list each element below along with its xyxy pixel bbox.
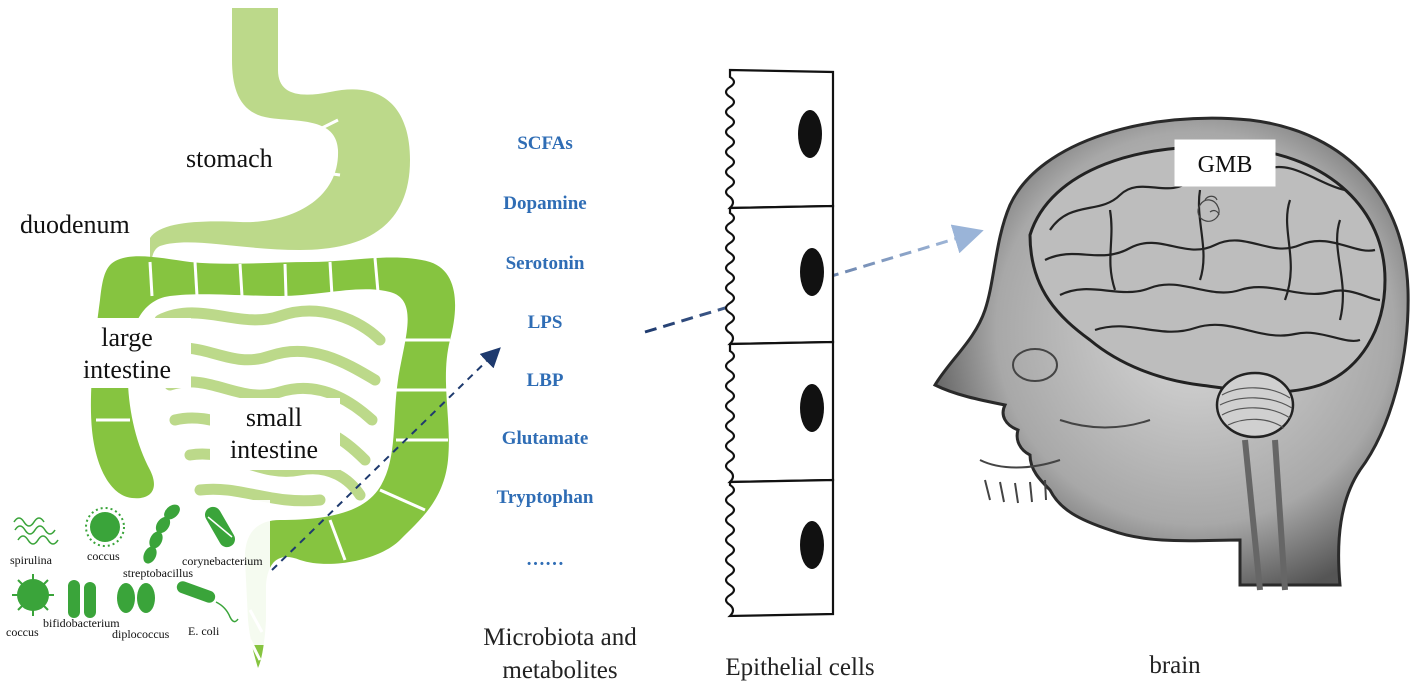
microbe-label-streptobacillus: streptobacillus (123, 566, 193, 580)
metabolite-ellipsis: …… (526, 549, 564, 570)
spirulina-icon (13, 517, 59, 545)
caption-microbiota: Microbiota and metabolites (445, 622, 675, 687)
nucleus-1 (798, 110, 822, 158)
gmb-label: GMB (1198, 152, 1253, 178)
microbe-label-e-coli: E. coli (188, 624, 220, 638)
diplococcus-icon (117, 583, 155, 613)
caption-microbiota-line1: Microbiota and (483, 624, 637, 651)
label-stomach: stomach (186, 144, 273, 173)
arrow-gut-to-metabolites (271, 347, 501, 571)
nucleus-3 (800, 384, 824, 432)
microbe-label-diplococcus: diplococcus (112, 627, 170, 641)
cell-nuclei (798, 110, 824, 569)
cerebellum (1215, 371, 1295, 439)
corynebacterium-icon (205, 506, 235, 548)
microbe-label-spirulina: spirulina (10, 553, 52, 567)
nucleus-2 (800, 248, 824, 296)
spinal-column (1242, 439, 1288, 591)
label-large-intestine-1: large (101, 323, 153, 352)
brain-gyri (1044, 165, 1381, 343)
epithelial-cell-3 (724, 340, 835, 484)
nucleus-4 (800, 521, 824, 569)
label-duodenum: duodenum (20, 210, 130, 239)
metabolite-lps: LPS (527, 312, 563, 333)
e-coli-icon (176, 581, 239, 623)
coccus-icon-2 (12, 574, 54, 616)
large-intestine-shape (90, 256, 456, 668)
small-intestine-label-box (210, 398, 340, 470)
large-intestine-label-box (63, 318, 191, 388)
bifidobacterium-icon (68, 580, 96, 618)
metabolite-lbp: LBP (526, 370, 564, 391)
epithelial-cells (724, 68, 835, 618)
microbe-label-corynebacterium: corynebacterium (182, 554, 263, 568)
caption-microbiota-line2: metabolites (502, 656, 618, 684)
gmb-label-box (1174, 139, 1276, 187)
digestive-tract: stomach duodenum large intestine small i… (20, 8, 456, 668)
head-illustration: GMB (932, 116, 1410, 591)
stomach-highlights (311, 118, 341, 177)
skull-face (979, 348, 1151, 504)
coccus-icon (85, 507, 125, 547)
epithelial-cell-4 (724, 478, 835, 618)
metabolite-dopamine: Dopamine (503, 193, 587, 214)
metabolite-scfas: SCFAs (517, 133, 573, 154)
label-large-intestine-2: intestine (83, 355, 171, 384)
metabolite-serotonin: Serotonin (505, 253, 585, 274)
streptobacillus-icon (143, 504, 180, 564)
epithelial-cell-1 (724, 68, 835, 210)
stomach-shape (150, 8, 410, 264)
gmb-lesion (1197, 195, 1220, 222)
microbe-label-coccus-2: coccus (6, 625, 39, 639)
label-small-intestine-1: small (246, 403, 302, 432)
microbe-label-coccus: coccus (87, 549, 120, 563)
label-small-intestine-2: intestine (230, 435, 318, 464)
metabolite-tryptophan: Tryptophan (496, 487, 594, 508)
microbe-label-bifidobacterium: bifidobacterium (43, 616, 120, 630)
caption-epithelial: Epithelial cells (725, 654, 875, 681)
microbe-legend (5, 500, 270, 645)
caption-brain: brain (1149, 652, 1201, 679)
epithelial-cell-2 (724, 204, 835, 346)
metabolite-glutamate: Glutamate (501, 428, 589, 449)
